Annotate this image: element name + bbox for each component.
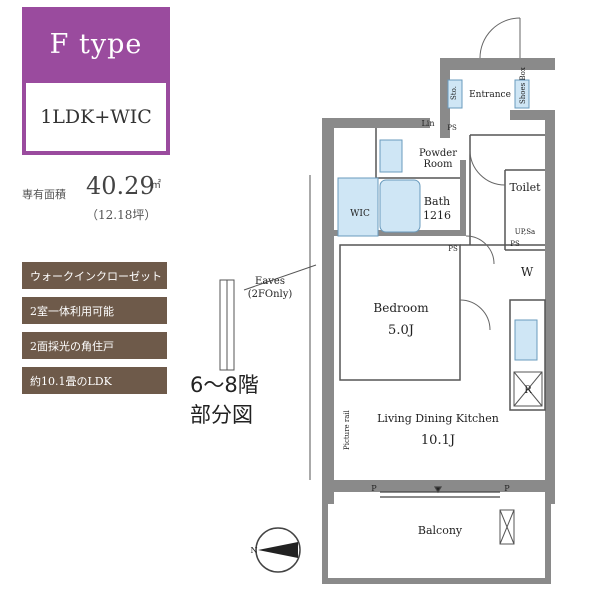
eaves-label-1: Eaves: [255, 276, 285, 287]
room-label-entrance: Entrance: [469, 90, 511, 100]
outer-walls: [322, 58, 555, 584]
room-label-ldk: Living Dining Kitchen: [377, 412, 499, 425]
room-label-up-sa: UP,Sa: [515, 228, 535, 236]
refrigerator: [513, 371, 543, 407]
p-label: P: [504, 484, 510, 493]
picture-rail-label: Picture rail: [343, 409, 351, 450]
area-tsubo: （12.18坪）: [86, 208, 157, 222]
room-label-balcony: Balcony: [418, 524, 463, 537]
room-label-lin: Lin: [421, 119, 434, 128]
area-value: 40.29: [86, 172, 155, 200]
type-label: F type: [49, 29, 143, 60]
room-label-sto: Sto.: [450, 86, 458, 100]
feature-badge: ウォークインクローゼット: [22, 262, 167, 289]
floor-note: 6～8階 部分図: [190, 370, 259, 430]
room-label-wic: WIC: [350, 209, 370, 219]
room-label-bath: Bath: [424, 195, 450, 208]
wet-areas: [337, 79, 538, 361]
ps-label: PS: [447, 124, 457, 132]
p-label: P: [371, 484, 377, 493]
ps-label: PS: [448, 245, 458, 253]
room-label-bath-size: 1216: [423, 209, 451, 222]
area-label: 専有面積: [22, 188, 66, 201]
eaves-elevation: [219, 175, 317, 480]
ps-label: PS: [510, 240, 520, 248]
room-label-r: R: [524, 385, 532, 396]
door-swings: [459, 17, 521, 331]
room-label-shoes-box: Shoes Box: [519, 67, 527, 104]
layout-label: 1LDK+WIC: [26, 83, 166, 151]
outdoor-unit: [499, 509, 515, 545]
floor-note-line1: 6～8階: [190, 373, 259, 397]
window-sash: [380, 486, 500, 498]
room-label-powder-2: Room: [423, 159, 453, 170]
unit-info-panel: F type 1LDK+WIC 専有面積 40.29 ㎡ （12.18坪） ウォ…: [0, 0, 170, 600]
room-label-ldk-size: 10.1J: [421, 433, 455, 448]
feature-badge: 2室一体利用可能: [22, 297, 167, 324]
feature-badge: 約10.1畳のLDK: [22, 367, 167, 394]
partitions: [339, 128, 546, 411]
room-label-bedroom: Bedroom: [373, 301, 429, 315]
feature-badge: 2面採光の角住戸: [22, 332, 167, 359]
compass: [255, 527, 301, 573]
room-label-bedroom-size: 5.0J: [388, 323, 414, 338]
room-label-toilet: Toilet: [509, 181, 541, 194]
room-label-powder-1: Powder: [419, 148, 457, 159]
floor-plan: Entrance Sto. Shoes Box Lin PS Powder Ro…: [219, 17, 555, 584]
room-label-w: W: [521, 265, 534, 279]
area-unit: ㎡: [151, 180, 161, 191]
type-badge: F type 1LDK+WIC: [22, 7, 170, 155]
eaves-label-2: (2FOnly): [248, 289, 293, 300]
north-label: N: [251, 546, 258, 555]
floor-note-line2: 部分図: [190, 403, 253, 427]
